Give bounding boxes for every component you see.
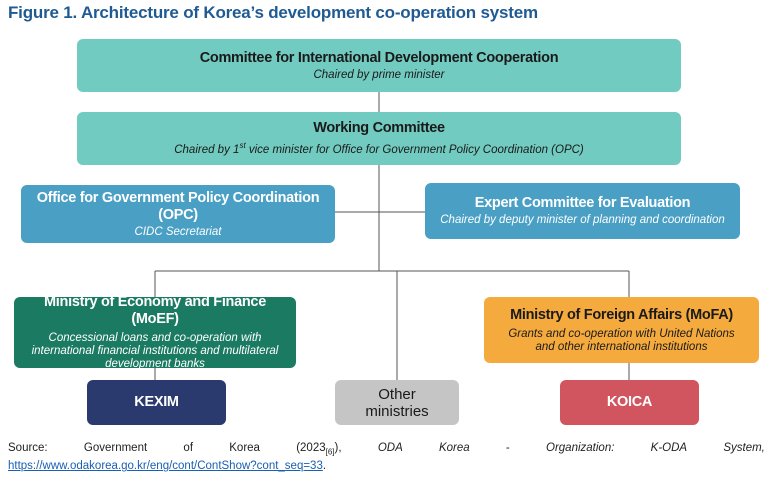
koica-label: KOICA [606,394,653,410]
opc-title: Office for Government Policy Coordinatio… [36,189,320,223]
opc-subtitle: CIDC Secretariat [134,225,222,238]
kexim-box: KEXIM [87,380,226,425]
moef-title: Ministry of Economy and Finance (MoEF) [44,294,266,327]
mofa-subtitle: Grants and co-operation with United Nati… [508,327,735,353]
moef-box: Ministry of Economy and Finance (MoEF) C… [14,294,296,370]
other-ministries-line1: Other [378,385,416,403]
expert-committee-box: Expert Committee for Evaluation Chaired … [425,183,740,239]
working-committee-box: Working Committee Chaired by 1st vice mi… [77,112,681,165]
other-ministries-box: Other ministries [335,380,459,425]
cidc-box: Committee for International Development … [77,39,681,92]
cidc-title: Committee for International Development … [199,49,559,66]
cidc-subtitle: Chaired by prime minister [313,68,445,81]
figure-title: Figure 1. Architecture of Korea’s develo… [8,3,538,22]
opc-box: Office for Government Policy Coordinatio… [21,185,335,243]
source-link[interactable]: https://www.odakorea.go.kr/eng/cont/Cont… [8,460,323,473]
source-note: Source: Government of Korea (2023[6]), O… [8,442,765,473]
expert-committee-subtitle: Chaired by deputy minister of planning a… [440,214,725,226]
expert-committee-title: Expert Committee for Evaluation [474,195,691,211]
working-committee-title: Working Committee [313,120,445,137]
working-committee-subtitle: Chaired by 1st vice minister for Office … [174,141,584,156]
moef-subtitle: Concessional loans and co-operation with… [31,332,279,370]
other-ministries-line2: ministries [365,402,429,420]
koica-box: KOICA [560,380,699,425]
mofa-box: Ministry of Foreign Affairs (MoFA) Grant… [484,297,759,363]
kexim-label: KEXIM [134,394,179,410]
mofa-title: Ministry of Foreign Affairs (MoFA) [510,306,733,323]
